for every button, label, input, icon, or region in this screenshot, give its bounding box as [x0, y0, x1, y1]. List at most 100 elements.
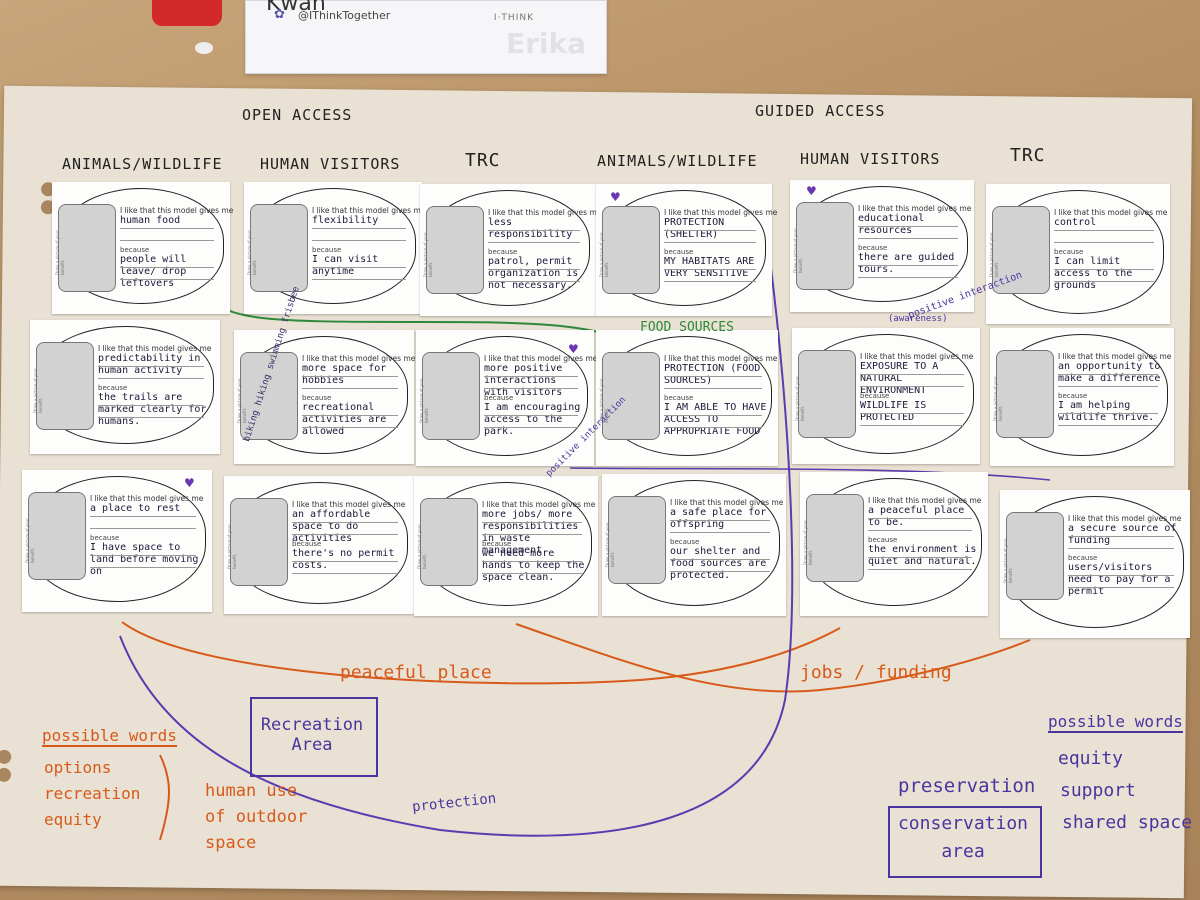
card-rule: [1068, 548, 1174, 549]
card-because: I can visit anytime: [312, 254, 379, 277]
picture-label: Draw a picture of your benefit.: [33, 368, 43, 413]
picture-label: Draw a picture of your benefit.: [237, 378, 247, 423]
left-word: recreation: [44, 784, 141, 803]
benefit-card: Draw a picture of your benefit.I like th…: [30, 320, 220, 454]
card-benefit: more jobs/ more responsibilities in wast…: [482, 509, 579, 556]
picture-label: Draw a picture of your benefit.: [247, 230, 257, 275]
benefit-card: Draw a picture of your benefit.I like th…: [602, 474, 786, 616]
picture-label: Draw a picture of your benefit.: [803, 520, 813, 565]
picture-label: Draw a picture of your benefit.: [1003, 538, 1013, 583]
card-prompt: I like that this model gives me: [1068, 514, 1182, 523]
card-because-label: because: [664, 248, 694, 256]
card-benefit: an opportunity to make a difference: [1058, 361, 1161, 384]
orange-brace: [159, 754, 170, 841]
card-because: users/visitors need to pay for a permit: [1068, 562, 1171, 597]
card-because-label: because: [860, 392, 890, 400]
card-rule: [120, 228, 214, 229]
annotation-possible-words-right: possible words: [1048, 712, 1183, 733]
picture-box: [602, 206, 660, 294]
card-because-label: because: [858, 244, 888, 252]
name-card-handle: @IThinkTogether: [298, 9, 391, 22]
picture-box: [28, 492, 86, 580]
card-rule: [1054, 242, 1154, 243]
benefit-card: Draw a picture of your benefit. I like th…: [234, 285, 416, 464]
column-heading: HUMAN VISITORS: [800, 150, 941, 168]
card-benefit: an affordable space to do activities: [292, 509, 371, 544]
card-rule: [664, 269, 756, 270]
card-prompt: I like that this model gives me: [664, 208, 778, 217]
heading-open-access: OPEN ACCESS: [242, 106, 353, 124]
card-because: the environment is quiet and natural.: [868, 544, 977, 567]
card-prompt: I like that this model gives me: [120, 206, 234, 215]
card-rule: [1068, 575, 1174, 576]
card-rule: [1058, 425, 1158, 426]
picture-label: Draw a picture of your benefit.: [793, 228, 803, 273]
card-rule: [664, 388, 762, 389]
card-prompt: I like that this model gives me: [312, 206, 426, 215]
annotation-peaceful-place: peaceful place: [340, 662, 492, 683]
card-rule: [1058, 386, 1158, 387]
picture-label: Draw a picture of your benefit.: [417, 524, 427, 569]
card-rule: [484, 376, 578, 377]
card-rule: [98, 405, 204, 406]
column-heading: TRC: [465, 150, 501, 171]
card-rule: [858, 238, 958, 239]
card-rule: [1054, 281, 1154, 282]
card-benefit: PROTECTION (SHELTER): [664, 217, 725, 240]
card-prompt: I like that this model gives me: [484, 354, 598, 363]
picture-box: [992, 206, 1050, 294]
card-benefit: less responsibility: [488, 217, 573, 240]
card-rule: [1054, 230, 1154, 231]
card-prompt: I like that this model gives me: [1054, 208, 1168, 217]
card-benefit: PROTECTION (FOOD SOURCES): [664, 363, 761, 386]
card-rule: [302, 388, 398, 389]
card-rule: [312, 228, 406, 229]
card-because: there are guided tours.: [858, 252, 955, 275]
picture-box: [36, 342, 94, 430]
benefit-card: Draw a picture of your benefit.I like th…: [22, 470, 212, 612]
card-rule: [868, 557, 972, 558]
benefit-card: Draw a picture of your benefit. I like th…: [414, 476, 598, 616]
card-rule: [670, 520, 770, 521]
card-rule: [1054, 269, 1154, 270]
card-rule: [484, 427, 578, 428]
name-card: Kwan ✿ @IThinkTogether I·THINK Erika: [245, 0, 607, 74]
card-rule: [664, 376, 762, 377]
right-word: support: [1060, 780, 1136, 801]
bird-icon: ✿: [274, 7, 285, 22]
column-heading: HUMAN VISITORS: [260, 155, 401, 173]
picture-box: [602, 352, 660, 440]
card-rule: [98, 417, 204, 418]
heart-icon: ♥: [184, 476, 195, 490]
card-rule: [312, 267, 406, 268]
card-rule: [670, 532, 770, 533]
benefit-card: Draw a picture of your benefit. I like th…: [1000, 490, 1190, 638]
heading-guided-access: GUIDED ACCESS: [755, 102, 886, 120]
benefit-card: Draw a picture of your benefit. I like th…: [986, 184, 1170, 324]
annotation-jobs-funding: jobs / funding: [800, 662, 952, 683]
benefit-card: Draw a picture of your benefit.I like th…: [224, 476, 414, 614]
picture-label: Draw a picture of your benefit.: [419, 378, 429, 423]
card-rule: [482, 573, 582, 574]
card-because: I can limit access to the grounds: [1054, 256, 1133, 291]
card-because-label: because: [1068, 554, 1098, 562]
card-rule: [90, 567, 196, 568]
card-because-label: because: [868, 536, 898, 544]
card-rule: [858, 277, 958, 278]
card-rule: [488, 242, 580, 243]
card-prompt: I like that this model gives me: [302, 354, 416, 363]
card-rule: [858, 265, 958, 266]
picture-label: Draw a picture of your benefit.: [55, 230, 65, 275]
picture-label: Draw a picture of your benefit.: [989, 232, 999, 277]
card-prompt: I like that this model gives me: [482, 500, 596, 509]
card-because: we need more hands to keep the space cle…: [482, 548, 585, 583]
card-rule: [98, 366, 204, 367]
card-rule: [868, 530, 972, 531]
card-because-label: because: [488, 248, 518, 256]
card-rule: [302, 427, 398, 428]
left-word: equity: [44, 810, 102, 829]
card-rule: [312, 279, 406, 280]
card-rule: [120, 279, 214, 280]
card-because-label: because: [1054, 248, 1084, 256]
card-prompt: I like that this model gives me: [858, 204, 972, 213]
